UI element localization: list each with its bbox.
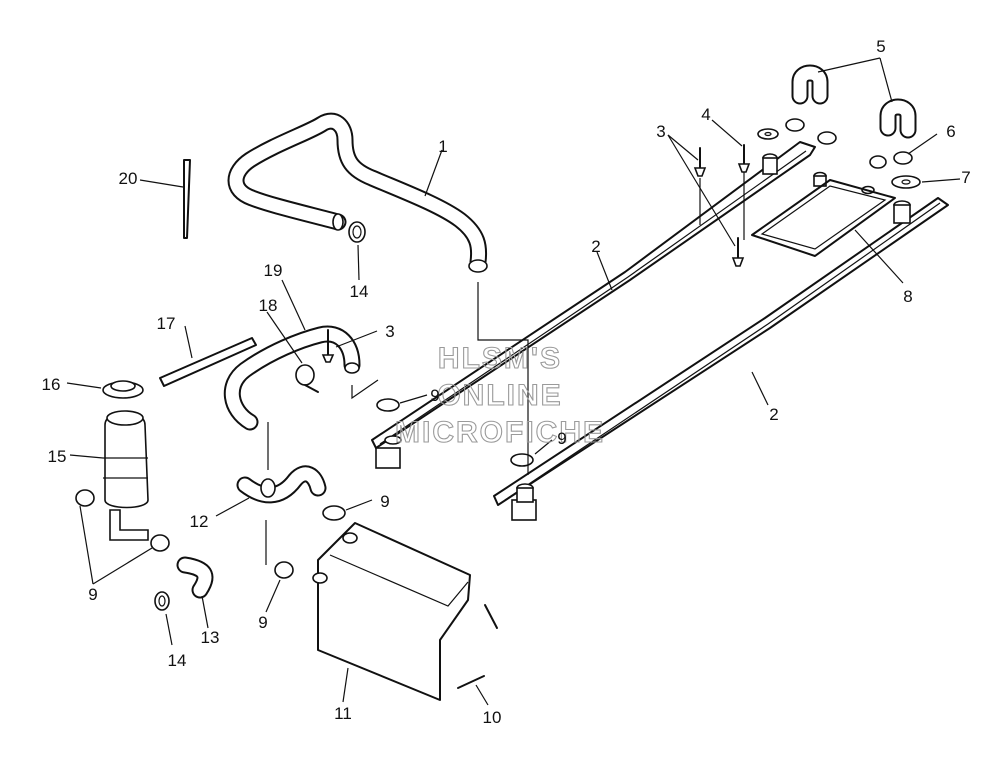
callout-5: 5 [876, 37, 885, 56]
radiator-rail-upper [371, 141, 827, 469]
bolt-part-4 [737, 144, 751, 173]
callout-13: 13 [201, 628, 220, 647]
hose-part-19 [223, 325, 361, 431]
plate-part-8 [751, 179, 896, 257]
callout-9-d: 9 [88, 585, 97, 604]
leader-lines [66, 57, 961, 706]
clamp-part-14 [154, 221, 366, 611]
shroud-part-11 [312, 522, 471, 701]
callout-9-a: 9 [430, 386, 439, 405]
callout-12: 12 [190, 512, 209, 531]
hose-part-12 [236, 465, 327, 504]
watermark-line-3: MICROFICHE [395, 416, 605, 449]
callout-8: 8 [903, 287, 912, 306]
bolt-part-3-lower [321, 329, 335, 363]
rod-part-17 [159, 337, 257, 387]
callout-4: 4 [701, 105, 710, 124]
strap-part-20 [183, 159, 191, 239]
callout-16: 16 [42, 375, 61, 394]
elbow-hose-part-13 [176, 556, 214, 599]
callout-1: 1 [438, 137, 447, 156]
radiator-rail-lower [493, 185, 949, 521]
clamp-part-9 [75, 398, 534, 579]
washer-part-7 [757, 128, 921, 189]
callout-18: 18 [259, 296, 278, 315]
bolt-part-10 [457, 604, 498, 689]
callout-9-e: 9 [258, 613, 267, 632]
clamp-part-18 [295, 364, 319, 393]
hose-part-1 [227, 112, 488, 273]
watermark-line-1: HLSM'S [438, 342, 562, 375]
callout-3-upper: 3 [656, 122, 665, 141]
bolt-part-3 [693, 147, 745, 267]
callout-11: 11 [334, 704, 352, 723]
callout-labels: 1 2 2 3 3 4 5 6 7 8 9 9 9 9 9 10 11 12 1… [42, 37, 971, 727]
callout-9-b: 9 [557, 429, 566, 448]
callout-9-c: 9 [380, 492, 389, 511]
callout-7: 7 [961, 168, 970, 187]
clamp-part-6 [785, 118, 913, 169]
callout-19: 19 [264, 261, 283, 280]
watermark-line-2: ONLINE [437, 379, 562, 412]
callout-2-lower: 2 [769, 405, 778, 424]
callout-15: 15 [48, 447, 67, 466]
callout-3-lower: 3 [385, 322, 394, 341]
reservoir-part-15 [103, 410, 149, 541]
callout-14-lower: 14 [168, 651, 187, 670]
callout-17: 17 [157, 314, 176, 333]
callout-2-upper: 2 [591, 237, 600, 256]
callout-14-upper: 14 [350, 282, 369, 301]
watermark: HLSM'S ONLINE MICROFICHE [394, 341, 605, 449]
cap-part-16 [102, 380, 144, 399]
elbow-hose-part-5 [791, 64, 917, 139]
callout-6: 6 [946, 122, 955, 141]
callout-10: 10 [483, 708, 502, 727]
callout-20: 20 [119, 169, 138, 188]
